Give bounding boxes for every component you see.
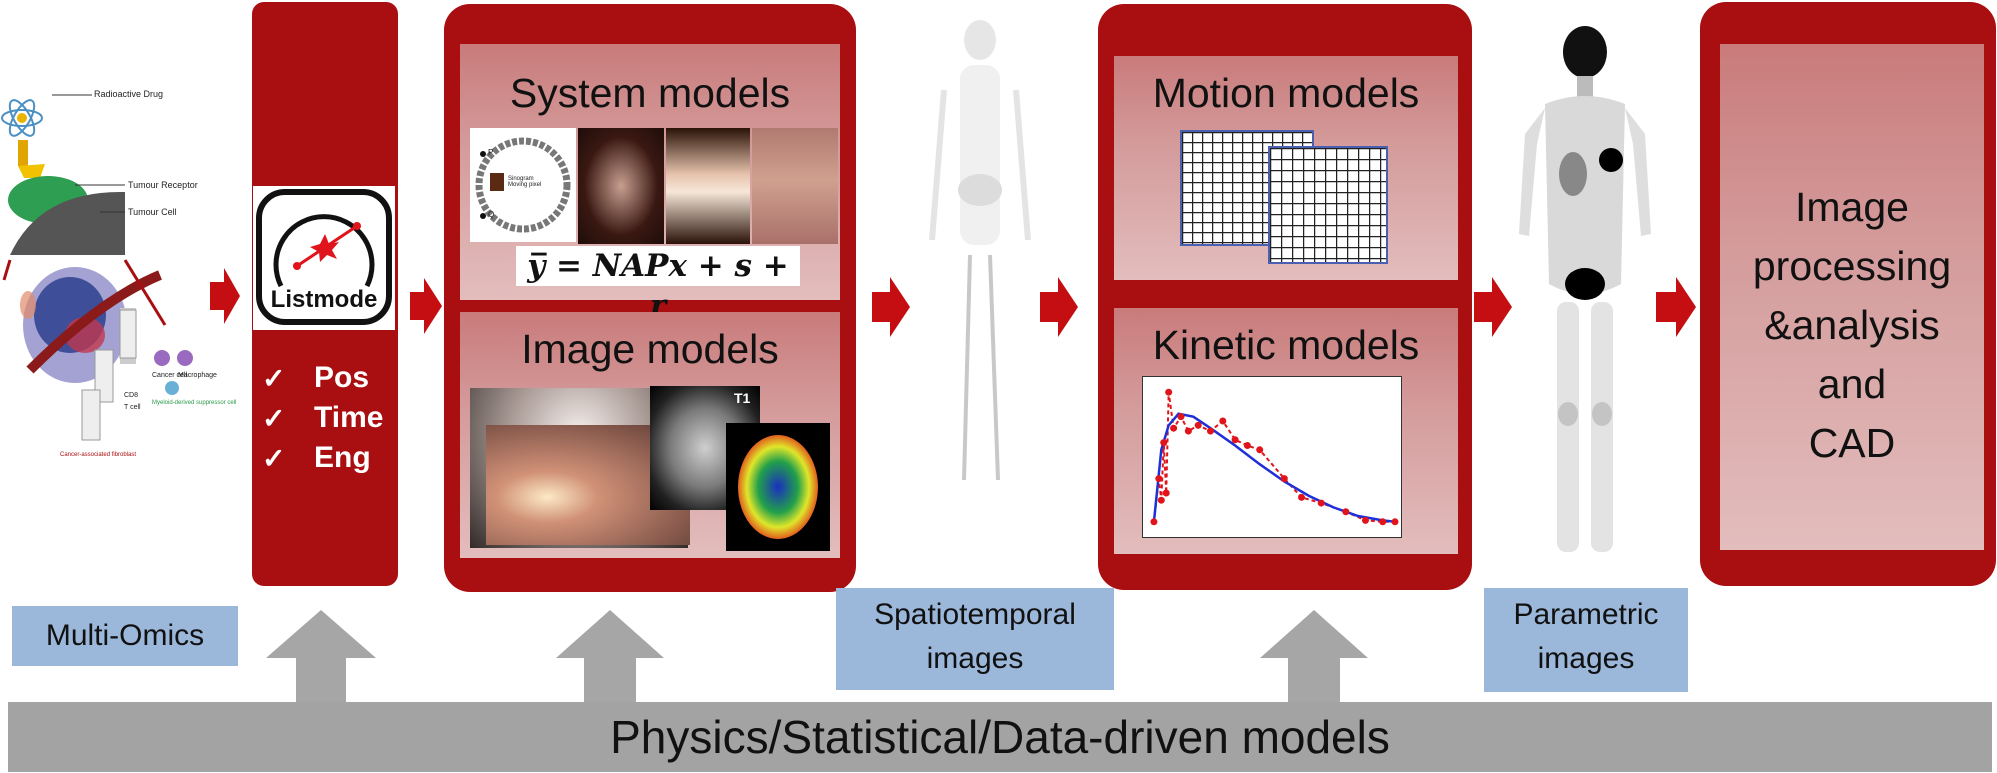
spatiotemporal-label: Spatiotemporal images [836,588,1114,690]
spatiotemporal-text-line-1: Spatiotemporal [874,598,1076,631]
measured-point-14 [1256,446,1264,454]
parametric-label: Parametric images [1484,588,1688,692]
red-arrow-6 [1656,277,1696,337]
listmode-item-eng: ✓ Eng [262,441,371,475]
measured-point-6 [1170,424,1178,432]
tracer-illustration: Radioactive Drug Tumour Receptor Tumour … [0,60,236,480]
bottom-bar [8,702,1992,772]
listmode-label: Listmode [270,286,378,313]
system-models-title: System models [509,70,791,116]
measured-point-2 [1157,496,1165,504]
listmode-item-time: ✓ Time [262,401,383,435]
measured-point-7 [1177,413,1185,421]
sinogram-image-3 [752,128,838,244]
spatiotemporal-body-image [920,10,1040,490]
pet-brain-image [726,423,830,551]
parametric-body-image [1505,24,1665,580]
measured-point-4 [1162,489,1170,497]
image-processing-text: Image processing &analysis and CAD [1720,178,1984,473]
grey-up-arrow-1 [266,610,376,706]
listmode-item-label: Pos [314,361,370,394]
image-processing-line-4: and [1817,361,1887,407]
sinogram-image-1 [578,128,664,244]
check-icon: ✓ [262,402,286,434]
measured-point-20 [1379,518,1387,526]
label-radioactive-drug: Radioactive Drug [94,89,164,99]
red-arrow-3 [872,277,910,337]
multi-omics-label: Multi-Omics [12,606,238,666]
measured-point-16 [1298,493,1306,501]
measured-point-5 [1165,388,1173,396]
measured-point-8 [1184,427,1192,435]
measured-point-0 [1150,518,1158,526]
image-models-title: Image models [521,326,779,372]
bottom-bar-label: Physics/Statistical/Data-driven models [610,711,1390,763]
label-cancer-cell: Cancer cell [152,372,188,379]
measured-point-13 [1243,441,1251,449]
tracer-illustration-graphic [1,94,193,441]
measured-curve-line [1152,392,1395,523]
point-q-label: Q [488,210,495,219]
sinogram-image-2 [666,128,750,244]
image-processing-inner-panel [1720,44,1984,550]
multi-omics-text: Multi-Omics [45,619,205,652]
label-tumour-cell: Tumour Cell [128,207,177,217]
motion-grid-image-2 [1268,146,1388,264]
sinogram-caption: Sinogram Moving pixel [508,176,542,188]
measured-point-1 [1155,475,1163,483]
kinetic-models-title: Kinetic models [1152,322,1420,368]
red-arrow-4 [1040,277,1078,337]
label-cd8: CD8 [124,392,139,399]
spatiotemporal-text-line-2: images [926,642,1024,675]
label-mdsc: Myeloid-derived suppressor cell [152,400,237,406]
measured-point-19 [1361,516,1369,524]
image-processing-line-3: &analysis [1764,302,1940,348]
measured-point-11 [1219,417,1227,425]
parametric-text-line-1: Parametric [1513,598,1659,631]
fitted-curve-line [1152,412,1396,524]
measured-point-10 [1207,427,1214,435]
image-processing-line-1: Image [1795,184,1909,230]
label-t-cell: T cell [124,404,141,411]
red-arrow-1 [210,268,240,324]
measured-point-18 [1342,508,1350,516]
red-arrow-2 [410,278,442,334]
listmode-item-label: Eng [314,441,371,474]
point-p-label: P [488,148,494,157]
label-tumour-receptor: Tumour Receptor [128,180,198,190]
listmode-item-label: Time [314,401,384,434]
check-icon: ✓ [262,362,286,394]
kinetic-chart-svg [1150,388,1399,526]
measured-point-17 [1317,499,1325,507]
atom-icon [1,99,43,137]
measured-point-12 [1231,436,1239,444]
label-caf: Cancer-associated fibroblast [60,452,137,458]
image-processing-line-5: CAD [1808,420,1896,466]
measured-point-21 [1391,518,1399,526]
grey-up-arrow-3 [1260,610,1368,706]
system-equation: y̅ = NAPx + s + r [516,246,800,324]
listmode-icon: Listmode [253,186,395,330]
red-arrow-5 [1474,277,1512,337]
label-macrophage: Macrophage [178,372,217,379]
measured-point-3 [1160,439,1168,447]
measured-point-9 [1194,421,1202,429]
grey-up-arrow-2 [556,610,664,706]
kinetic-chart [1142,376,1402,538]
check-icon: ✓ [262,442,286,474]
image-processing-line-2: processing [1752,243,1952,289]
motion-models-title: Motion models [1152,70,1420,116]
mri-t1-label: T1 [734,390,751,406]
parametric-text-line-2: images [1537,642,1635,675]
listmode-item-pos: ✓ Pos [262,361,369,395]
measured-point-15 [1280,475,1288,483]
sinogram-diagram: P Q Sinogram Moving pixel [470,128,576,242]
